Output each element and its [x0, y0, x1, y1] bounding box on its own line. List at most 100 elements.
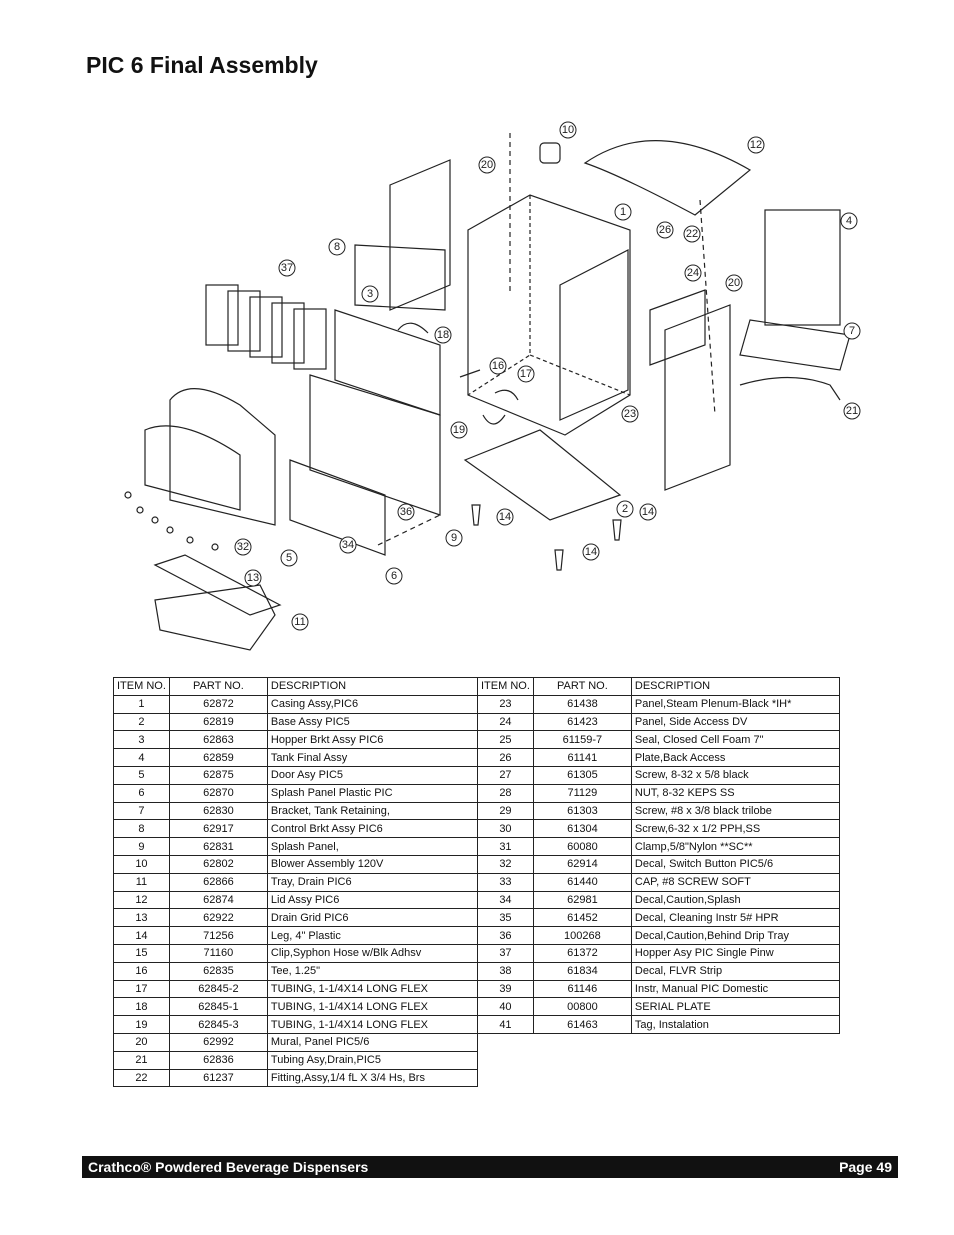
part-no-cell: 60080 — [532, 837, 632, 856]
item-no-cell: 15 — [113, 943, 170, 963]
description-cell: Tag, Instalation — [630, 1015, 840, 1034]
item-no-cell: 20 — [113, 1032, 170, 1052]
description-cell: Splash Panel, — [266, 837, 478, 856]
part-no-cell: 62874 — [168, 890, 268, 910]
part-no-cell: 62870 — [168, 783, 268, 803]
item-no-cell: 35 — [477, 908, 534, 928]
item-no-cell: 40 — [477, 997, 534, 1017]
part-no-cell: 61372 — [532, 943, 632, 963]
header-item-no: ITEM NO. — [113, 677, 170, 696]
item-no-cell: 8 — [113, 819, 170, 839]
item-no-cell: 16 — [113, 961, 170, 981]
description-cell: Blower Assembly 120V — [266, 854, 478, 874]
callout-label: 14 — [499, 511, 511, 523]
item-no-cell: 37 — [477, 943, 534, 963]
description-cell: TUBING, 1-1/4X14 LONG FLEX — [266, 1015, 478, 1034]
item-no-cell: 23 — [477, 694, 534, 714]
callout-label: 3 — [367, 288, 373, 300]
table-header-row: ITEM NO. PART NO. DESCRIPTION — [477, 677, 840, 696]
callout-label: 1 — [620, 206, 626, 218]
tank-bracket-part — [739, 319, 851, 371]
description-cell: CAP, #8 SCREW SOFT — [630, 872, 840, 892]
item-no-cell: 21 — [113, 1050, 170, 1070]
part-no-cell: 62872 — [168, 694, 268, 714]
mural-panel-left — [389, 159, 451, 311]
part-no-cell: 62914 — [532, 854, 632, 874]
item-no-cell: 4 — [113, 748, 170, 767]
description-cell: Decal, FLVR Strip — [630, 961, 840, 981]
item-no-cell: 27 — [477, 765, 534, 785]
part-no-cell: 61452 — [532, 908, 632, 928]
header-part-no: PART NO. — [168, 677, 268, 696]
tank-part — [764, 209, 841, 326]
description-cell: Decal,Caution,Behind Drip Tray — [630, 926, 840, 945]
part-no-cell: 61303 — [532, 801, 632, 821]
part-no-cell: 62863 — [168, 730, 268, 750]
callout-label: 10 — [562, 124, 574, 136]
hoppers-part — [205, 284, 327, 370]
mural-panel-right — [664, 304, 731, 491]
description-cell: Decal, Switch Button PIC5/6 — [630, 854, 840, 874]
lid-part — [583, 140, 752, 216]
part-no-cell: 62866 — [168, 872, 268, 892]
header-item-no: ITEM NO. — [477, 677, 534, 696]
item-no-cell: 25 — [477, 730, 534, 750]
item-no-cell: 13 — [113, 908, 170, 928]
item-no-cell: 12 — [113, 890, 170, 910]
item-no-cell: 41 — [477, 1015, 534, 1034]
description-cell: Tubing Asy,Drain,PIC5 — [266, 1050, 478, 1070]
callout-label: 9 — [451, 532, 457, 544]
part-no-cell: 62830 — [168, 801, 268, 821]
description-cell: Base Assy PIC5 — [266, 712, 478, 732]
description-cell: TUBING, 1-1/4X14 LONG FLEX — [266, 979, 478, 999]
callout-label: 16 — [492, 360, 504, 372]
description-cell: SERIAL PLATE — [630, 997, 840, 1017]
callout-label: 24 — [687, 267, 699, 279]
part-no-cell: 100268 — [532, 926, 632, 945]
callout-label: 5 — [286, 552, 292, 564]
base-part — [463, 429, 622, 521]
item-no-cell: 38 — [477, 961, 534, 981]
description-cell: Door Asy PIC5 — [266, 765, 478, 785]
callout-label: 26 — [659, 224, 671, 236]
page-footer: Crathco® Powdered Beverage Dispensers Pa… — [82, 1156, 898, 1178]
description-cell: Decal,Caution,Splash — [630, 890, 840, 910]
part-no-cell: 61141 — [532, 748, 632, 767]
description-cell: TUBING, 1-1/4X14 LONG FLEX — [266, 997, 478, 1017]
footer-publication-title: Crathco® Powdered Beverage Dispensers — [88, 1159, 369, 1175]
description-cell: Seal, Closed Cell Foam 7" — [630, 730, 840, 750]
callout-label: 18 — [437, 329, 449, 341]
part-no-cell: 71129 — [532, 783, 632, 803]
part-no-cell: 61159-7 — [532, 730, 632, 750]
item-no-cell: 26 — [477, 748, 534, 767]
callout-label: 20 — [481, 159, 493, 171]
callout-label: 11 — [294, 616, 305, 628]
item-no-cell: 34 — [477, 890, 534, 910]
